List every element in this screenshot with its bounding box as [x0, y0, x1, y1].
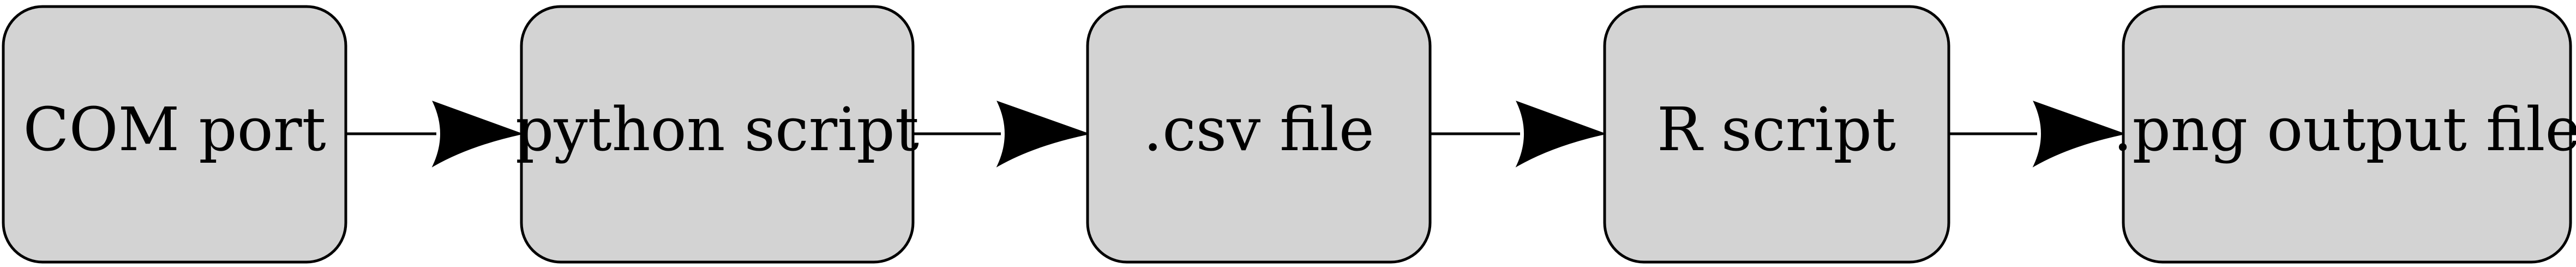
edge-csv-file-to-r-script: [1430, 100, 1607, 168]
edge-r-script-to-png-output-file: [1949, 100, 2127, 168]
arrowhead: [431, 100, 524, 168]
edge-com-port-to-python-script: [346, 100, 524, 168]
arrowhead: [1515, 100, 1607, 168]
node-box: [520, 5, 915, 264]
node-box: [2122, 5, 2572, 264]
node-png-output-file: .png output file: [2113, 5, 2576, 264]
node-label: python script: [515, 94, 919, 164]
node-csv-file: .csv file: [1086, 5, 1432, 264]
node-label: .png output file: [2113, 94, 2576, 164]
arrowhead: [996, 100, 1091, 168]
node-box: [1086, 5, 1432, 264]
node-label: COM port: [23, 94, 326, 164]
node-label: .csv file: [1143, 94, 1374, 164]
node-box: [1603, 5, 1950, 264]
edge-python-script-to-csv-file: [913, 100, 1091, 168]
node-label: R script: [1657, 94, 1896, 164]
node-r-script: R script: [1603, 5, 1950, 264]
node-com-port: COM port: [2, 5, 347, 264]
arrowhead: [2032, 100, 2127, 168]
node-python-script: python script: [515, 5, 919, 264]
node-box: [2, 5, 347, 264]
